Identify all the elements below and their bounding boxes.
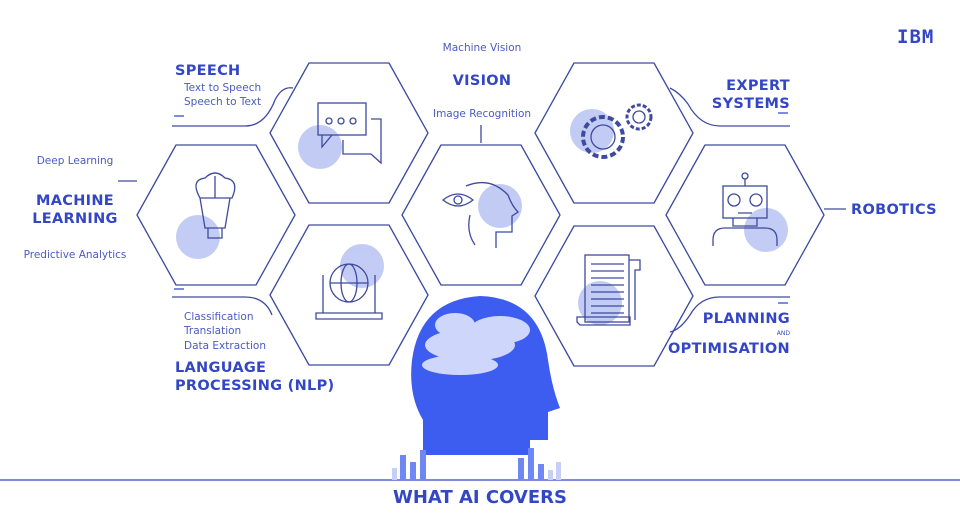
ai-head-illustration <box>392 296 561 480</box>
ml-heading-1: MACHINE <box>36 193 114 209</box>
ml-heading-2: LEARNING <box>32 211 118 227</box>
speech-heading: SPEECH <box>175 63 241 79</box>
vision-top-label: Machine Vision <box>442 42 522 54</box>
page-title: WHAT AI COVERS <box>393 487 567 508</box>
planning-and: AND <box>776 330 790 337</box>
nlp-heading-1: LANGUAGE <box>175 360 267 376</box>
hexagon-nlp <box>269 224 429 366</box>
hexagon-vision <box>401 144 561 286</box>
eye-head-icon <box>441 181 520 248</box>
ibm-logo: IBM <box>897 26 935 48</box>
nlp-item: Classification <box>184 311 254 323</box>
planning-heading-1: PLANNING <box>702 311 790 327</box>
speech-item: Text to Speech <box>184 82 262 94</box>
vision-heading: VISION <box>452 73 512 89</box>
expert-heading-1: EXPERT <box>726 78 790 94</box>
hexagon-speech <box>269 62 429 204</box>
nlp-heading-2: PROCESSING (NLP) <box>175 378 335 394</box>
ml-bottom-label: Predictive Analytics <box>23 249 127 261</box>
hexagon-planning <box>534 225 694 367</box>
robotics-heading: ROBOTICS <box>851 202 937 218</box>
nlp-item: Data Extraction <box>184 340 267 352</box>
expert-heading-2: SYSTEMS <box>711 96 790 112</box>
hexagon-machine-learning <box>136 144 296 286</box>
robot-icon <box>712 172 778 246</box>
ml-top-label: Deep Learning <box>36 155 114 167</box>
hexagon-robotics <box>665 144 825 286</box>
gears-icon <box>581 103 653 159</box>
brain-bulb-icon <box>195 172 236 239</box>
globe-laptop-icon <box>315 263 383 320</box>
chat-bubbles-icon <box>317 102 382 165</box>
speech-item: Speech to Text <box>184 96 262 108</box>
nlp-item: Translation <box>184 325 242 337</box>
vision-bottom-label: Image Recognition <box>432 108 532 120</box>
hexagon-expert <box>534 62 694 204</box>
planning-heading-2: OPTIMISATION <box>668 341 790 357</box>
scroll-icon <box>576 254 641 326</box>
